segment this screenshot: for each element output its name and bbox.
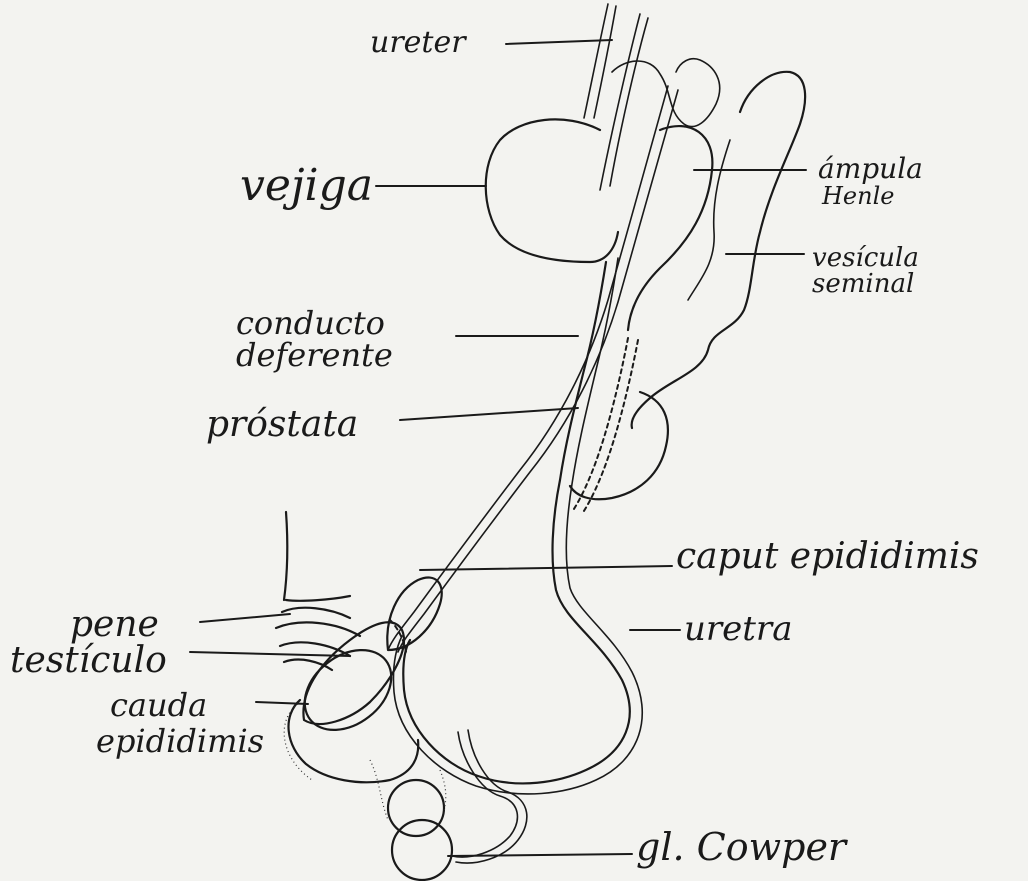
penis-shaft-line [284,512,350,601]
leader-cauda [256,702,308,704]
leader-pene [200,614,290,622]
leader-testiculo [190,652,350,656]
cowper-duct-inner [456,730,527,863]
label-ureter: ureter [370,25,467,60]
ureter-tube-left [584,4,608,118]
cowper-gland-upper [388,780,444,836]
cowper-duct-outer [452,732,517,857]
label-cowper: gl. Cowper [636,825,849,869]
label-testiculo: testículo [10,640,167,681]
label-ampula-line2: Henle [821,182,894,210]
leader-ureter [506,40,612,44]
bladder-outline [486,119,618,262]
prostate-lobe-outline [570,392,668,499]
label-caput: caput epididimis [676,536,979,577]
ejaculatory-duct-dashed [572,338,628,512]
caput-epididymis-outline [387,577,441,650]
pelvic-dotted-edge [370,760,446,820]
urethra-outer [403,262,629,783]
labels: ureter vejiga ámpula Henle vesícula semi… [10,25,979,869]
label-vesicula-line2: seminal [812,269,914,299]
ureter-tube-right-inner [610,18,648,186]
ejaculatory-duct-dashed-2 [582,340,638,514]
vas-deferens-outer [388,86,668,650]
ampulla-henle-outline [628,126,712,330]
label-vejiga: vejiga [240,160,373,211]
testicle-sheath [303,622,403,724]
penis-folds [276,608,360,670]
label-uretra: uretra [684,609,792,649]
label-cauda-line1: cauda [110,686,207,724]
label-prostata: próstata [206,404,358,445]
label-cauda-line2: epididimis [96,722,264,760]
label-pene: pene [70,604,159,645]
seminal-vesicle-inner [688,140,730,300]
leader-prostata [400,408,578,420]
label-ampula-line1: ámpula [818,152,923,185]
cowper-gland-lower [392,820,452,880]
label-conducto-line2: deferente [236,336,393,374]
ureter-tube-left-inner [594,6,616,118]
leader-cowper [448,854,632,856]
